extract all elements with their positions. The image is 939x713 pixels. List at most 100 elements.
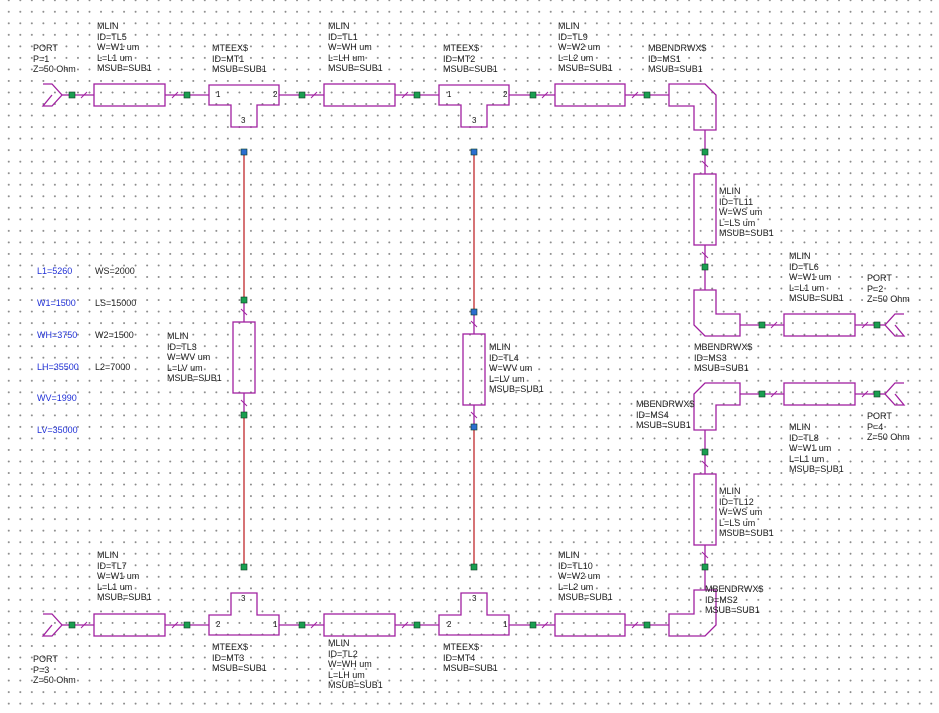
mt4-type: MTEEX$	[443, 642, 480, 652]
node-mt3-tl2	[298, 621, 306, 629]
port2-symbol[interactable]	[878, 313, 906, 337]
tl4-msub: MSUB=SUB1	[489, 384, 544, 395]
tl5-symbol-body[interactable]	[93, 83, 166, 107]
tl3-type: MLIN	[167, 331, 189, 341]
tl9-symbol-body[interactable]	[554, 83, 626, 107]
node-mt2-tl9	[529, 91, 537, 99]
tl3-symbol[interactable]	[232, 300, 256, 415]
tl4-symbol[interactable]	[462, 312, 486, 427]
tl1-id: ID=TL1	[328, 31, 358, 42]
variables-col2[interactable]: WS=2000 LS=15000 W2=1500 L2=7000	[95, 245, 136, 383]
tl6-l: L=L1 um	[789, 282, 825, 293]
ms2-symbol[interactable]	[668, 589, 717, 637]
tl12-symbol[interactable]	[693, 452, 717, 567]
ms2-type: MBENDRWX$	[705, 584, 764, 594]
tl11-symbol[interactable]	[693, 152, 717, 267]
ms3-id: ID=MS3	[694, 352, 727, 363]
tl7-symbol-tick-left	[80, 621, 88, 629]
tl2-w: W=WH um	[328, 659, 372, 670]
tl9-type: MLIN	[558, 21, 580, 31]
mt3-symbol-body[interactable]	[208, 592, 280, 636]
port2-p: P=2	[867, 283, 884, 294]
port4-symbol-body[interactable]	[884, 382, 906, 406]
tl4-symbol-body[interactable]	[462, 333, 486, 406]
tl1-symbol[interactable]	[302, 83, 417, 107]
node-tl4-top	[470, 308, 478, 316]
tl2-symbol-body[interactable]	[323, 613, 396, 637]
tl9-symbol-tick-right	[631, 91, 639, 99]
tl8-id: ID=TL8	[789, 432, 819, 443]
tl5-l: L=L1 um	[97, 52, 133, 63]
port1-symbol-body[interactable]	[41, 83, 63, 107]
ms2-symbol-body[interactable]	[668, 589, 717, 637]
tl3-symbol-body[interactable]	[232, 321, 256, 394]
port4-type: PORT	[867, 411, 892, 421]
tl5-symbol[interactable]	[72, 83, 187, 107]
port2-symbol-body[interactable]	[884, 313, 906, 337]
tl6-w: W=W1 um	[789, 272, 832, 283]
ms1-symbol[interactable]	[668, 83, 717, 131]
mt4-symbol[interactable]	[438, 592, 510, 636]
tl10-symbol-body[interactable]	[554, 613, 626, 637]
port1-symbol[interactable]	[41, 83, 69, 107]
tl2-symbol-tick-right	[401, 621, 409, 629]
ms3-symbol-body[interactable]	[693, 289, 741, 337]
port3-symbol[interactable]	[41, 613, 69, 637]
mt1-pin2: 2	[273, 90, 278, 99]
tl2-msub: MSUB=SUB1	[328, 680, 383, 691]
mt2-symbol-body[interactable]	[438, 84, 510, 128]
tl4-type: MLIN	[489, 342, 511, 352]
ms4-symbol-body[interactable]	[693, 382, 741, 431]
tl8-symbol-body[interactable]	[783, 382, 856, 406]
ms1-id: ID=MS1	[648, 53, 681, 64]
tl1-symbol-body[interactable]	[323, 83, 396, 107]
tl12-symbol-body[interactable]	[693, 473, 717, 546]
tl7-symbol[interactable]	[72, 613, 187, 637]
tl6-symbol[interactable]	[762, 313, 877, 337]
mt4-symbol-body[interactable]	[438, 592, 510, 636]
mt4-msub: MSUB=SUB1	[443, 663, 498, 674]
tl8-symbol-tick-right	[861, 390, 869, 398]
tl11-l: L=LS um	[719, 217, 756, 228]
port3-symbol-body[interactable]	[41, 613, 63, 637]
tl2-id: ID=TL2	[328, 648, 358, 659]
tl10-symbol[interactable]	[533, 613, 647, 637]
ms4-symbol[interactable]	[693, 382, 741, 431]
variables-col1[interactable]: L1=5260 W1=1500 WH=3750 LH=35500 WV=1990…	[37, 245, 79, 446]
ms1-symbol-body[interactable]	[668, 83, 717, 131]
tl9-msub: MSUB=SUB1	[558, 63, 613, 74]
node-port1	[68, 91, 76, 99]
tl7-w: W=W1 um	[97, 571, 140, 582]
tl6-symbol-body[interactable]	[783, 313, 856, 337]
tl8-symbol[interactable]	[762, 382, 877, 406]
tl1-type: MLIN	[328, 21, 350, 31]
tl9-symbol[interactable]	[533, 83, 647, 107]
mt1-symbol-body[interactable]	[208, 84, 280, 128]
tl3-l: L=LV um	[167, 362, 203, 373]
tl4-w: W=WV um	[489, 363, 533, 374]
tl7-l: L=L1 um	[97, 581, 133, 592]
port4-symbol[interactable]	[878, 382, 906, 406]
nodes	[68, 91, 881, 629]
tl11-symbol-body[interactable]	[693, 173, 717, 246]
tl7-id: ID=TL7	[97, 560, 127, 571]
tl4-symbol-tick-top	[470, 320, 478, 328]
var-l1: L1=5260	[37, 266, 73, 277]
var-lv: LV=35000	[37, 425, 78, 436]
tl11-symbol-tick-top	[701, 160, 709, 168]
tl5-symbol-tick-left	[80, 91, 88, 99]
tl6-id: ID=TL6	[789, 261, 819, 272]
mt1-symbol[interactable]	[208, 84, 280, 128]
tl2-symbol[interactable]	[302, 613, 417, 637]
mt3-symbol[interactable]	[208, 592, 280, 636]
var-ws: WS=2000	[95, 266, 135, 277]
tl10-w: W=W2 um	[558, 571, 601, 582]
mt2-symbol[interactable]	[438, 84, 510, 128]
ms3-symbol[interactable]	[693, 289, 741, 337]
tl7-symbol-body[interactable]	[93, 613, 166, 637]
